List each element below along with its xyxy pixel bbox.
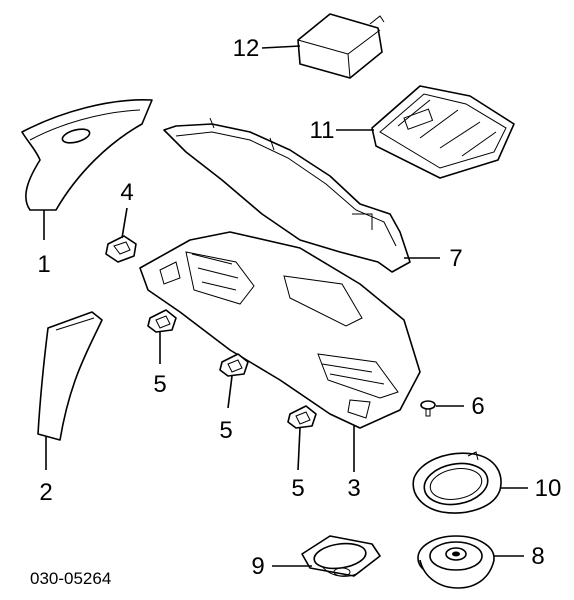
- part-12-control-module: [297, 13, 385, 79]
- part-5-clip-b: [219, 353, 249, 377]
- part-2-lower-side-trim: [37, 311, 103, 441]
- callout-9: 9: [251, 553, 264, 580]
- part-10-speaker-bracket: [412, 451, 502, 514]
- callout-11: 11: [310, 117, 335, 144]
- part-8-round-speaker: [417, 535, 495, 589]
- part-4-clip: [105, 235, 137, 263]
- part-3-rear-shelf: [139, 231, 421, 429]
- leader-4: [121, 207, 128, 239]
- callout-5-a: 5: [153, 371, 166, 398]
- callout-5-b: 5: [219, 417, 232, 444]
- callout-8: 8: [531, 543, 544, 570]
- callout-6: 6: [471, 393, 484, 420]
- callout-2: 2: [39, 479, 52, 506]
- leader-lines: [43, 45, 528, 567]
- callout-7: 7: [449, 245, 462, 272]
- callout-3: 3: [347, 475, 360, 502]
- callout-5-c: 5: [291, 475, 304, 502]
- callout-10: 10: [535, 475, 562, 502]
- part-9-oval-speaker: [301, 535, 381, 577]
- leader-5b: [227, 375, 233, 409]
- callout-labels: 1 2 3 4 5 5 5 6 7 8 9 10 11 12: [37, 35, 561, 580]
- leader-12: [261, 45, 301, 49]
- part-5-clip-a: [147, 309, 177, 333]
- callout-12: 12: [233, 35, 260, 62]
- part-6-fastener: [420, 400, 436, 417]
- part-11-bracket-module: [371, 85, 515, 179]
- callout-1: 1: [37, 251, 50, 278]
- callout-4: 4: [120, 179, 133, 206]
- part-1-upper-side-trim: [21, 99, 153, 211]
- diagram-code: 030-05264: [30, 569, 111, 588]
- part-7-shelf-panel: [163, 117, 411, 273]
- leader-5c: [297, 427, 301, 471]
- part-5-clip-c: [287, 405, 317, 429]
